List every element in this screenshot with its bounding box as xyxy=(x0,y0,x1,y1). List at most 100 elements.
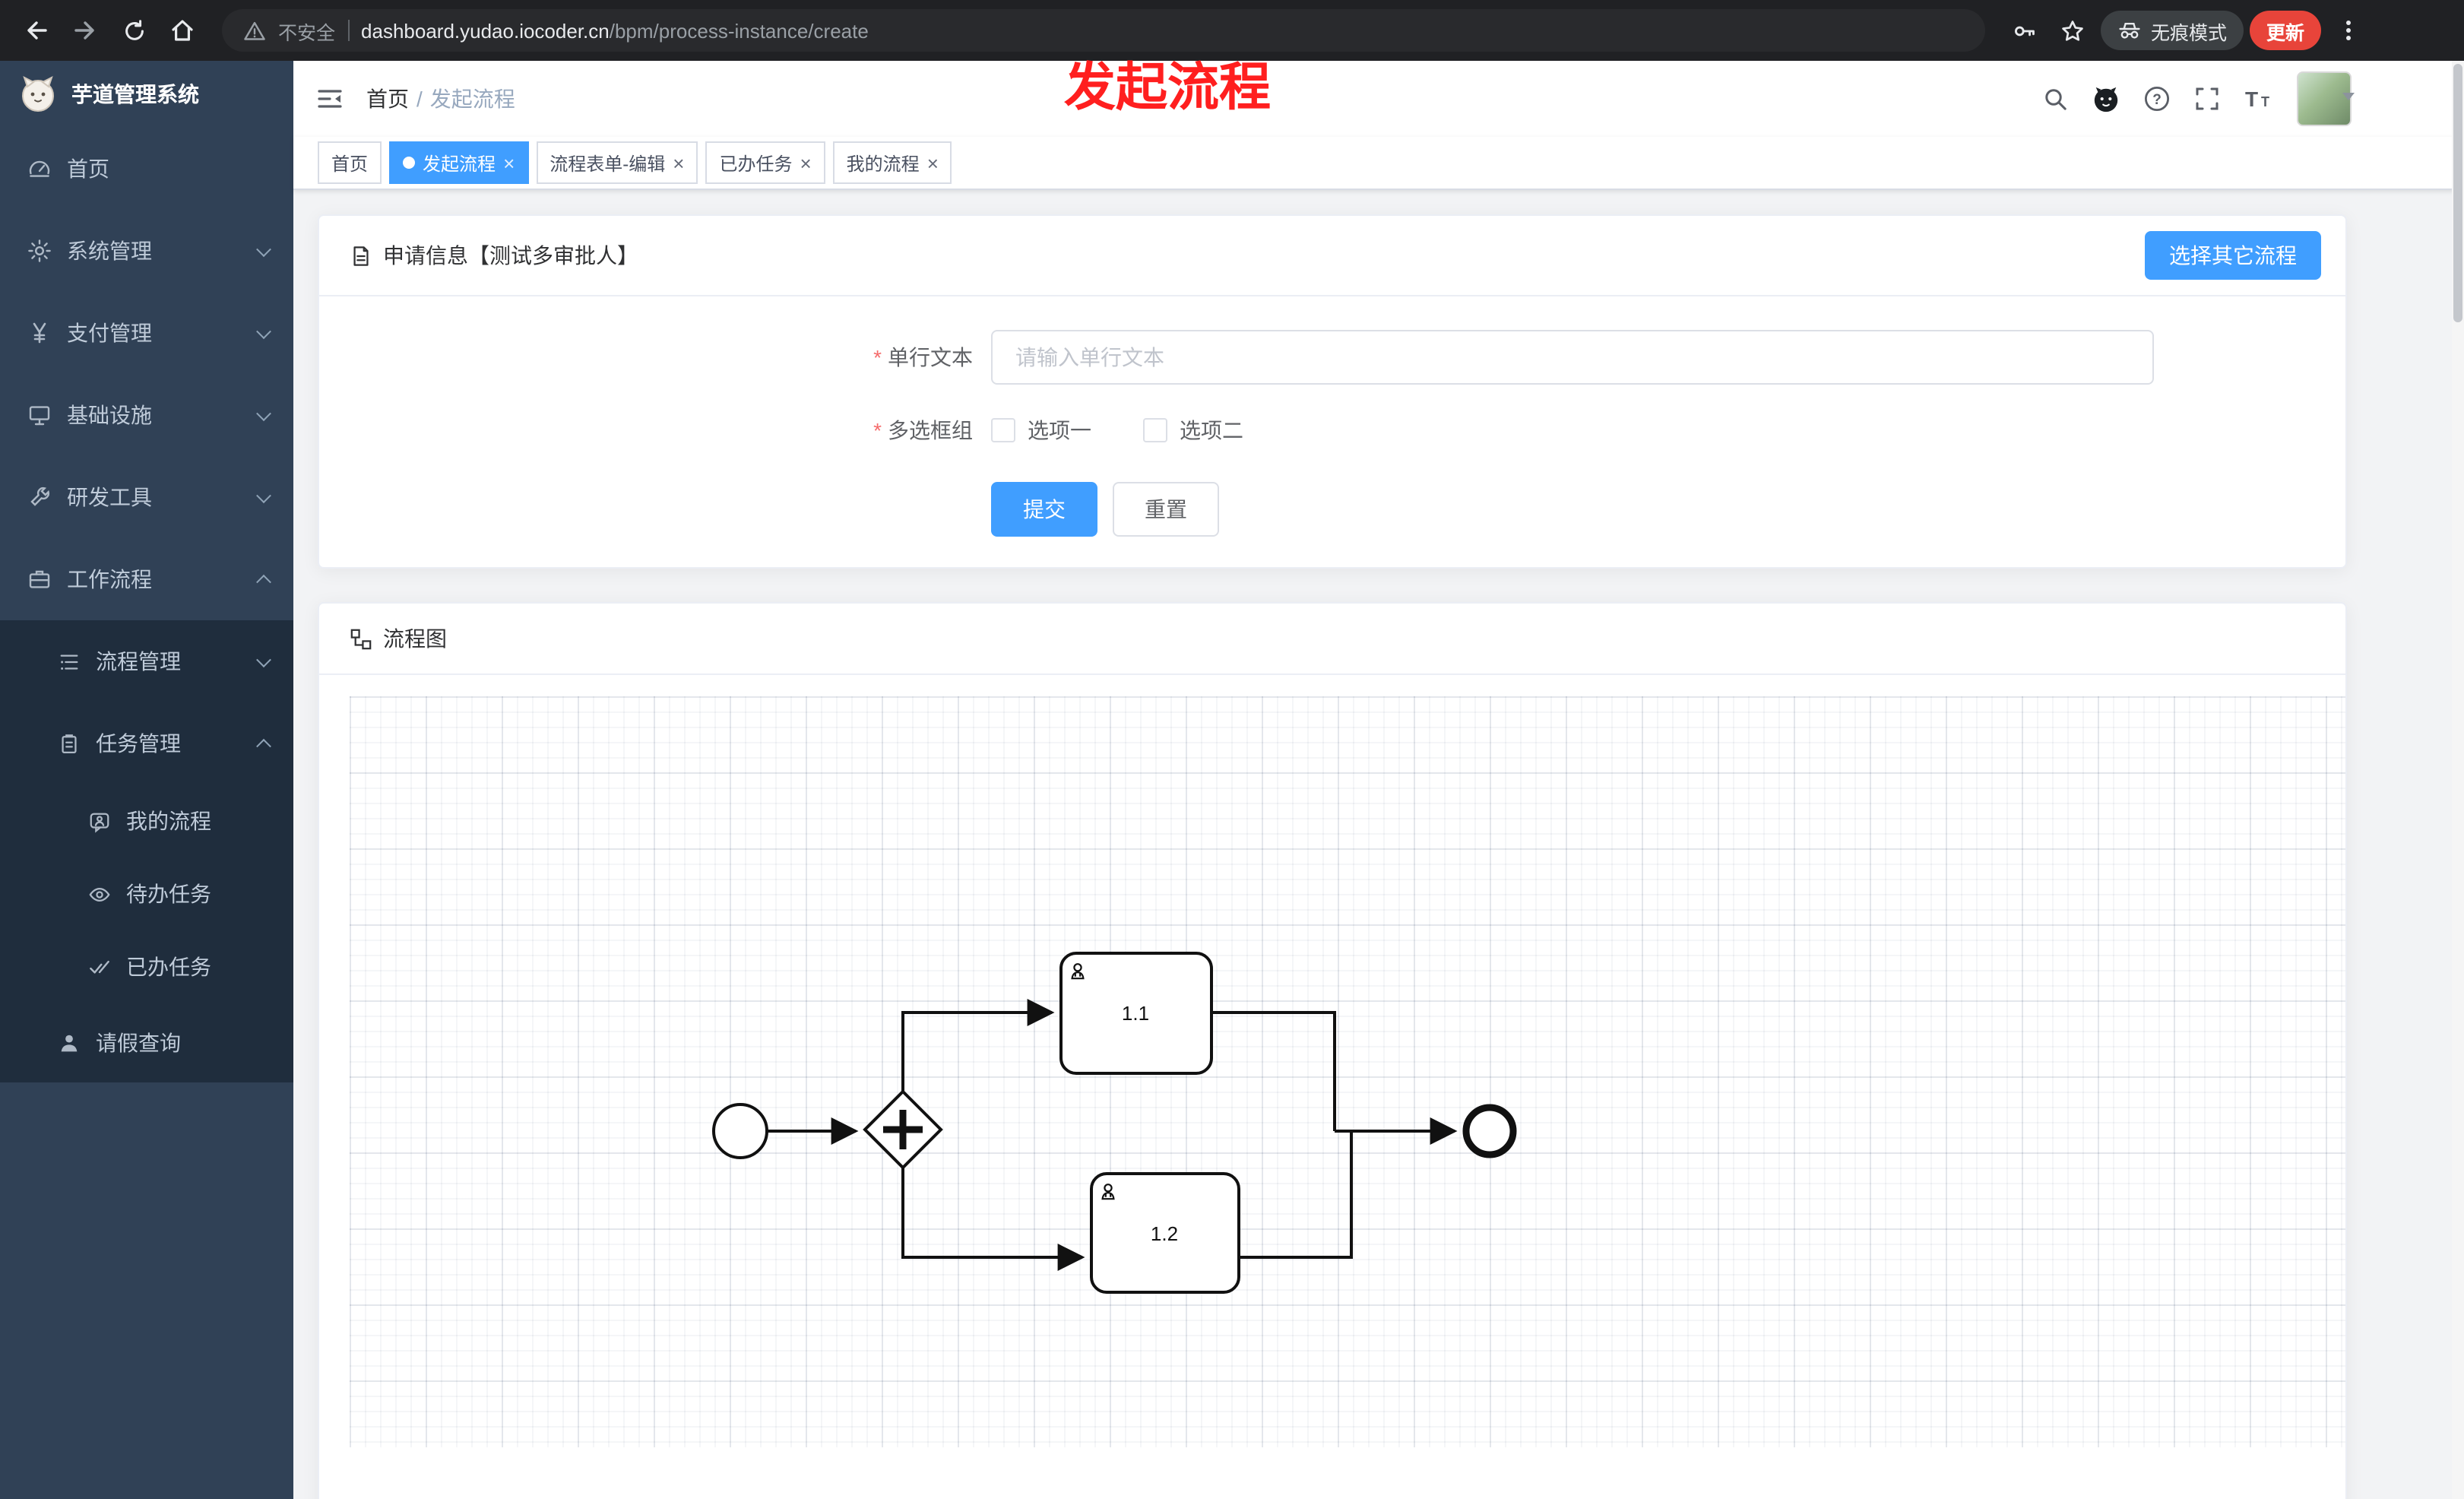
breadcrumb: 首页 / 发起流程 xyxy=(366,84,515,114)
fullscreen-button[interactable] xyxy=(2193,85,2221,113)
sidebar-item-home[interactable]: 首页 xyxy=(0,128,293,210)
tag-label: 流程表单-编辑 xyxy=(549,153,666,174)
address-bar[interactable]: 不安全 dashboard.yudao.iocoder.cn/bpm/proce… xyxy=(222,9,1985,52)
active-dot xyxy=(403,157,416,169)
bpmn-canvas[interactable]: 1.1 1.2 xyxy=(350,696,2345,1447)
tag-done-tasks[interactable]: 已办任务 × xyxy=(705,141,825,184)
required-asterisk: * xyxy=(873,345,882,369)
search-button[interactable] xyxy=(2041,85,2069,113)
sidebar-item-label: 已办任务 xyxy=(126,955,211,979)
task2-label: 1.2 xyxy=(1151,1222,1178,1245)
required-asterisk: * xyxy=(873,418,882,442)
checkbox-label: 选项二 xyxy=(1180,418,1243,442)
sidebar-item-label: 支付管理 xyxy=(67,321,152,345)
search-icon xyxy=(2045,89,2067,110)
document-icon xyxy=(353,246,369,265)
single-line-text-input[interactable] xyxy=(991,330,2154,385)
sidebar-item-payment[interactable]: 支付管理 xyxy=(0,292,293,374)
url-path: /bpm/process-instance/create xyxy=(609,19,869,42)
sidebar-item-workflow[interactable]: 工作流程 xyxy=(0,538,293,620)
logo[interactable]: 芋道管理系统 xyxy=(0,61,293,128)
briefcase-icon xyxy=(29,570,50,588)
card-title: 流程图 xyxy=(383,626,447,651)
sidebar-item-label: 流程管理 xyxy=(96,649,181,673)
breadcrumb-current: 发起流程 xyxy=(429,87,515,111)
tag-home[interactable]: 首页 xyxy=(318,141,382,184)
user-task-1[interactable]: 1.1 xyxy=(1059,952,1213,1075)
url-text: dashboard.yudao.iocoder.cn/bpm/process-i… xyxy=(361,19,869,42)
github-link[interactable] xyxy=(2092,84,2120,113)
start-event[interactable] xyxy=(712,1103,768,1159)
password-key-button[interactable] xyxy=(2003,9,2046,52)
user-task-2[interactable]: 1.2 xyxy=(1090,1172,1240,1294)
sidebar-item-leave-query[interactable]: 请假查询 xyxy=(0,1003,293,1082)
tag-create-process[interactable]: 发起流程 × xyxy=(389,141,529,184)
logo-avatar xyxy=(22,76,54,112)
incognito-label: 无痕模式 xyxy=(2150,22,2227,43)
tab-close-icon[interactable]: × xyxy=(673,151,685,174)
checkbox-box[interactable] xyxy=(991,418,1015,442)
checkbox-group: 选项一 选项二 xyxy=(991,415,1243,445)
checkbox-label: 选项一 xyxy=(1028,418,1091,442)
browser-menu-button[interactable] xyxy=(2327,9,2370,52)
chevron-down-icon xyxy=(256,405,271,421)
warning-icon xyxy=(244,21,265,40)
select-other-process-button[interactable]: 选择其它流程 xyxy=(2145,231,2321,280)
sidebar-item-process-management[interactable]: 流程管理 xyxy=(0,620,293,702)
sidebar-item-my-process[interactable]: 我的流程 xyxy=(0,784,293,857)
tab-close-icon[interactable]: × xyxy=(926,151,939,174)
incognito-badge: 无痕模式 xyxy=(2100,11,2244,50)
end-event[interactable] xyxy=(1462,1104,1517,1158)
url-domain: dashboard.yudao.iocoder.cn xyxy=(361,19,610,42)
browser-home-button[interactable] xyxy=(161,9,204,52)
sidebar-item-devtools[interactable]: 研发工具 xyxy=(0,456,293,538)
user-avatar[interactable] xyxy=(2297,71,2355,126)
checkbox-option-2[interactable]: 选项二 xyxy=(1143,415,1243,445)
browser-toolbar: 不安全 dashboard.yudao.iocoder.cn/bpm/proce… xyxy=(0,0,2464,61)
tab-close-icon[interactable]: × xyxy=(800,151,812,174)
sidebar-collapse-button[interactable] xyxy=(315,84,345,114)
page-content: 申请信息【测试多审批人】 选择其它流程 *单行文本 *多选框组 xyxy=(293,190,2464,1499)
sidebar-item-task-management[interactable]: 任务管理 xyxy=(0,702,293,784)
key-icon xyxy=(2015,25,2035,36)
wrench-icon xyxy=(30,486,50,506)
browser-back-button[interactable] xyxy=(15,9,58,52)
tag-my-process[interactable]: 我的流程 × xyxy=(832,141,952,184)
scrollbar-thumb[interactable] xyxy=(2453,64,2462,322)
sidebar-item-system[interactable]: 系统管理 xyxy=(0,210,293,292)
flow-icon xyxy=(350,628,372,649)
tag-label: 我的流程 xyxy=(846,153,920,174)
reset-button[interactable]: 重置 xyxy=(1113,482,1219,537)
browser-reload-button[interactable] xyxy=(112,9,155,52)
tab-close-icon[interactable]: × xyxy=(503,151,515,174)
breadcrumb-home[interactable]: 首页 xyxy=(366,87,409,111)
sidebar: 芋道管理系统 首页 系统管理 支付管理 基础设施 xyxy=(0,61,293,1499)
browser-forward-button[interactable] xyxy=(64,9,106,52)
annotation-title: 发起流程 xyxy=(1064,59,1271,117)
tag-form-edit[interactable]: 流程表单-编辑 × xyxy=(536,141,698,184)
checkbox-option-1[interactable]: 选项一 xyxy=(991,415,1091,445)
sidebar-item-label: 系统管理 xyxy=(67,239,152,263)
sidebar-item-label: 首页 xyxy=(67,157,109,181)
hamburger-collapse-icon xyxy=(318,90,342,108)
sidebar-item-infrastructure[interactable]: 基础设施 xyxy=(0,374,293,456)
submit-button[interactable]: 提交 xyxy=(991,482,1097,537)
app-title: 芋道管理系统 xyxy=(71,82,199,106)
sidebar-item-done-tasks[interactable]: 已办任务 xyxy=(0,930,293,1003)
checkbox-box[interactable] xyxy=(1143,418,1167,442)
chrome-update-button[interactable]: 更新 xyxy=(2249,11,2321,50)
sidebar-item-label: 工作流程 xyxy=(67,567,152,591)
sidebar-item-todo-tasks[interactable]: 待办任务 xyxy=(0,857,293,930)
chevron-up-icon xyxy=(256,737,271,753)
parallel-gateway[interactable] xyxy=(863,1089,943,1170)
page-scrollbar[interactable] xyxy=(2452,61,2464,1499)
omnibox-divider xyxy=(347,20,350,41)
person-chat-icon xyxy=(90,812,109,832)
help-button[interactable]: ? xyxy=(2143,85,2171,113)
sidebar-item-label: 请假查询 xyxy=(96,1031,181,1055)
chevron-up-icon xyxy=(256,573,271,589)
kebab-menu-icon xyxy=(2346,21,2351,40)
chevron-down-icon xyxy=(256,487,271,503)
bookmark-star-button[interactable] xyxy=(2052,9,2095,52)
